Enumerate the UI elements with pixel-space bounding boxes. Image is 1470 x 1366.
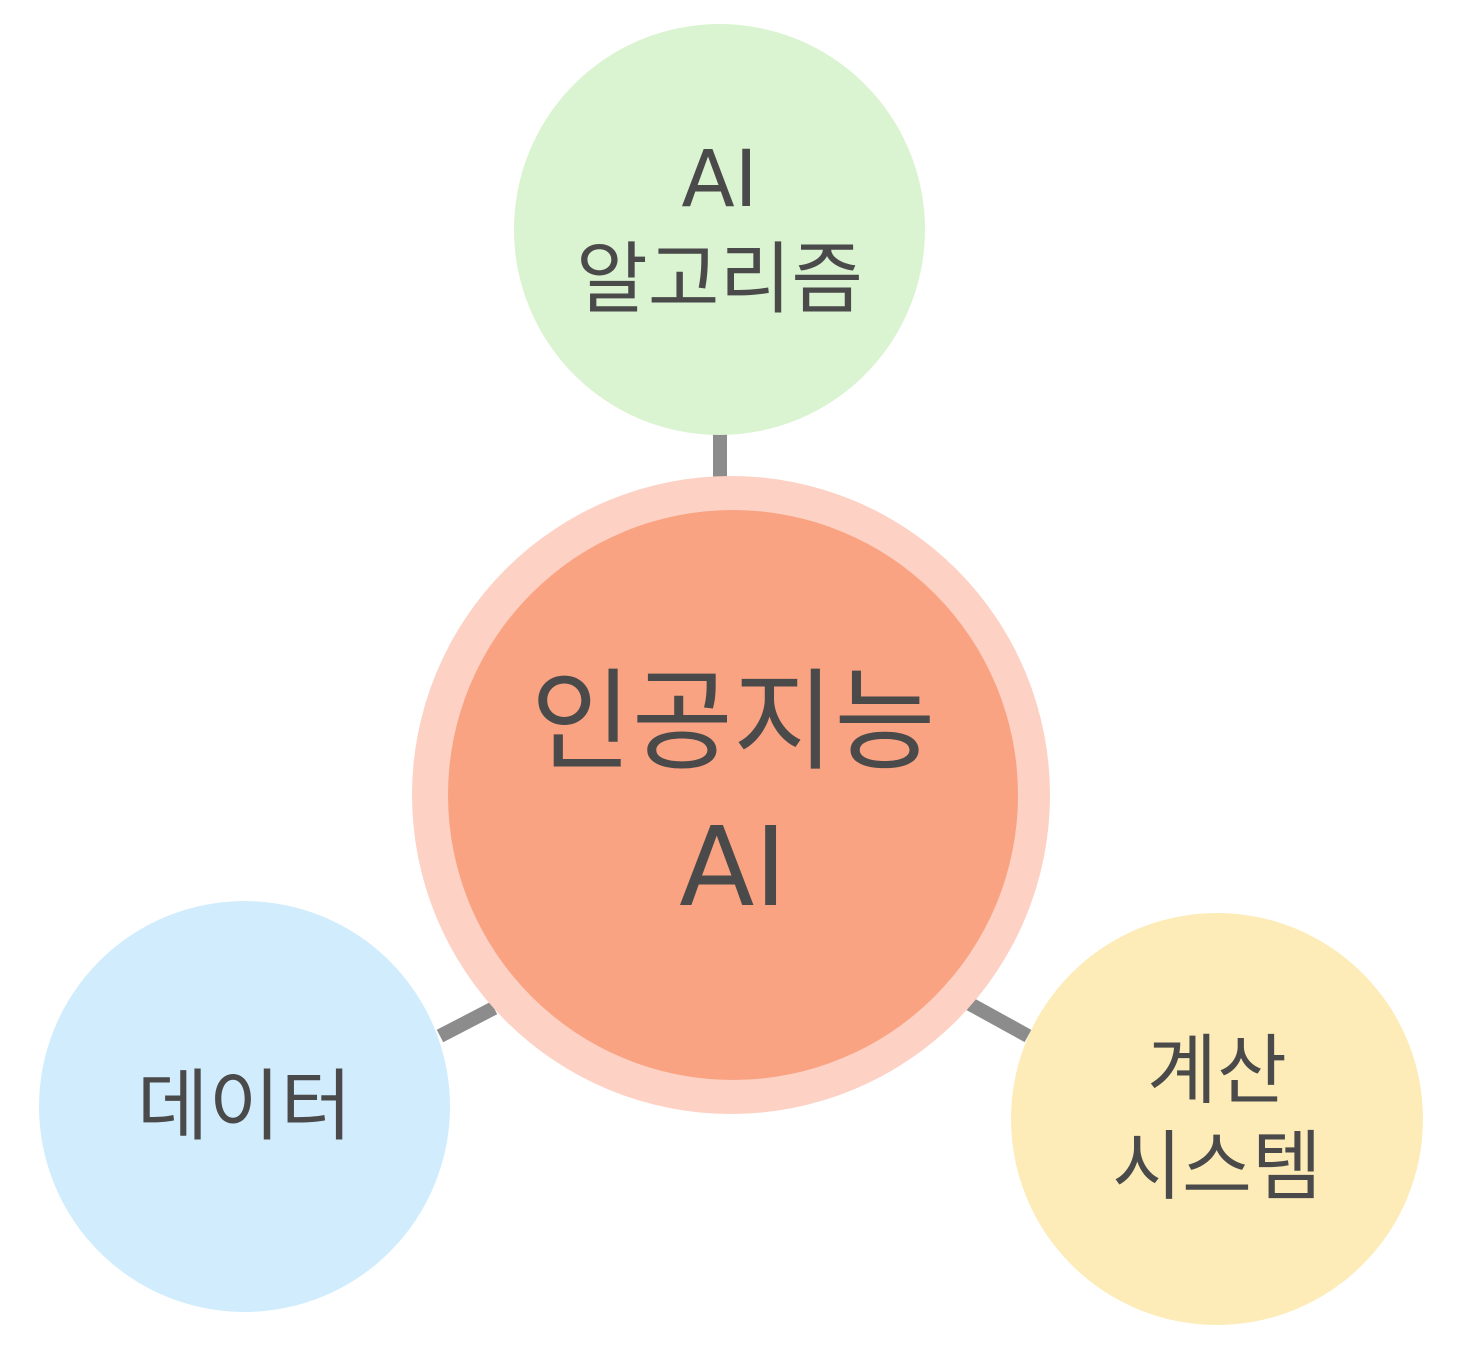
node-data: 데이터 [39,901,450,1312]
node-data-line-1: 데이터 [136,1061,353,1152]
node-computing-system: 계산 시스템 [1011,913,1423,1325]
connector-center-left [436,1001,498,1043]
node-artificial-intelligence-core: 인공지능 AI [448,510,1018,1080]
node-computing-system-line-1: 계산 [1147,1026,1287,1115]
node-artificial-intelligence-line-2: AI [679,803,787,931]
node-ai-algorithm: AI 알고리즘 [514,24,925,435]
node-artificial-intelligence: 인공지능 AI [412,476,1050,1114]
node-artificial-intelligence-line-1: 인공지능 [530,658,936,786]
connector-center-right [966,997,1032,1043]
node-ai-algorithm-line-1: AI [681,134,758,225]
node-ai-algorithm-line-2: 알고리즘 [575,234,864,325]
node-computing-system-line-2: 시스템 [1112,1122,1322,1211]
